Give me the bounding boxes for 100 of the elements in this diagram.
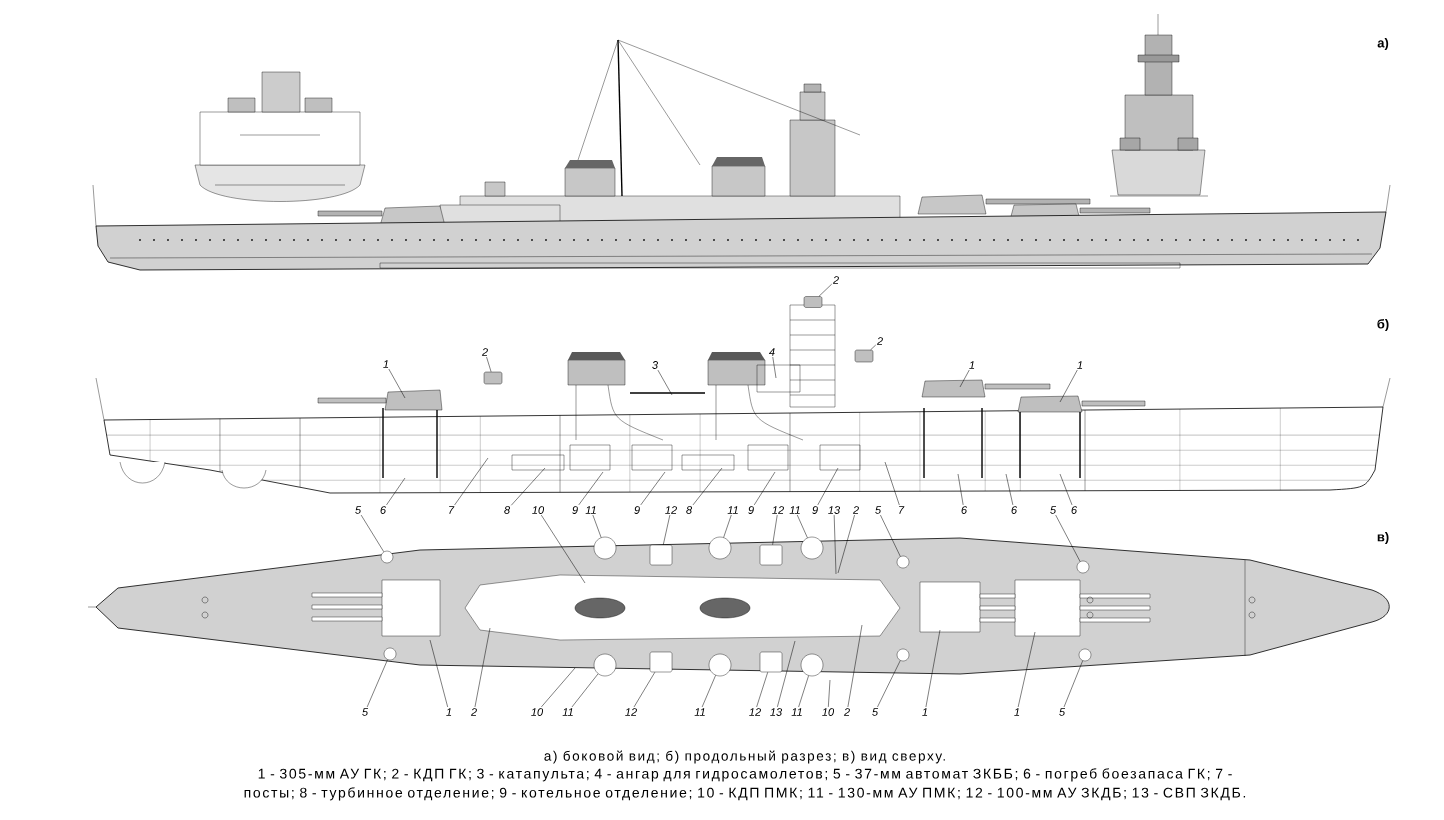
gun-mount-box: [649, 651, 673, 673]
leader-line: [454, 457, 489, 506]
leader-line: [798, 675, 809, 708]
callout-number: 12: [749, 708, 761, 716]
callout-number: 11: [727, 506, 738, 514]
callout-number: 5: [1050, 506, 1057, 514]
leader-line: [723, 514, 732, 538]
callout-number: 1: [446, 708, 452, 716]
callout-number: 5: [872, 708, 879, 716]
leader-line: [884, 461, 900, 506]
leader-line: [870, 344, 876, 351]
panel-label: б): [1377, 318, 1389, 332]
callout-number: 3: [652, 361, 658, 369]
leader-line: [959, 369, 970, 388]
leader-line: [474, 627, 491, 708]
leader-line: [957, 473, 964, 506]
gun-mount-box: [649, 544, 673, 566]
callout-number: 12: [665, 506, 677, 514]
leader-line: [1005, 473, 1014, 506]
leader-line: [657, 369, 673, 396]
leader-line: [756, 671, 768, 708]
callout-number: 7: [899, 506, 905, 514]
leader-line: [753, 471, 776, 506]
leader-line: [1017, 631, 1036, 708]
rangefinder-box: [854, 349, 874, 363]
callout-number: 2: [852, 506, 859, 514]
leader-line: [541, 667, 576, 708]
turret-circle: [593, 536, 617, 560]
leader-line: [777, 640, 796, 708]
leader-line: [486, 356, 492, 373]
leader-line: [388, 368, 406, 399]
leader-line: [640, 471, 666, 506]
gun-mount-box: [759, 544, 783, 566]
leader-line: [592, 514, 602, 538]
callout-number: 9: [572, 506, 578, 514]
leader-line: [772, 514, 778, 546]
leader-line: [818, 283, 832, 297]
callout-number: 5: [355, 506, 362, 514]
callout-number: 10: [532, 506, 545, 514]
callout-number: 5: [875, 506, 882, 514]
leader-line: [692, 467, 723, 506]
callout-number: 11: [694, 708, 705, 716]
leader-line: [772, 356, 777, 379]
callout-number: 10: [531, 708, 544, 716]
turret-circle: [593, 653, 617, 677]
leader-line: [386, 477, 406, 506]
gun-mount-box: [759, 651, 783, 673]
callout-number: 1: [922, 708, 928, 716]
leader-line: [511, 467, 546, 506]
turret-circle: [708, 536, 732, 560]
turret-circle: [708, 653, 732, 677]
callout-number: 12: [625, 708, 637, 716]
callout-number: 5: [362, 708, 369, 716]
callout-number: 5: [1059, 708, 1066, 716]
leader-line: [1059, 473, 1073, 506]
leader-line: [663, 514, 671, 546]
callout-number: 9: [634, 506, 640, 514]
callout-number: 7: [449, 506, 455, 514]
turret-circle: [800, 536, 824, 560]
leader-line: [571, 673, 599, 708]
callout-number: 2: [876, 337, 883, 345]
callout-number: 2: [481, 348, 488, 356]
leader-line: [366, 659, 388, 708]
panel-label: в): [1377, 531, 1389, 545]
leader-line: [1063, 660, 1083, 708]
leader-line: [877, 660, 901, 708]
callout-number: 4: [769, 348, 775, 356]
callout-number: 8: [504, 506, 510, 514]
rangefinder-box: [803, 296, 823, 308]
callout-number: 8: [686, 506, 692, 514]
callout-number: 6: [1011, 506, 1018, 514]
callout-number: 1: [969, 361, 975, 369]
leader-line: [541, 514, 586, 584]
callout-number: 11: [562, 708, 573, 716]
leader-line: [360, 514, 384, 552]
leader-line: [880, 514, 901, 557]
leader-line: [797, 514, 808, 539]
callout-number: 1: [1014, 708, 1020, 716]
callout-number: 13: [770, 708, 783, 716]
callout-number: 11: [585, 506, 596, 514]
panel-label: а): [1377, 37, 1389, 51]
caption: а) боковой вид; б) продольный разрез; в) вид сверху.: [544, 750, 945, 764]
callout-number: 2: [470, 708, 477, 716]
leader-line: [925, 629, 941, 708]
callout-number: 12: [772, 506, 784, 514]
callout-number: 11: [791, 708, 802, 716]
turret-circle: [800, 653, 824, 677]
callout-number: 2: [843, 708, 850, 716]
leader-line: [847, 624, 863, 708]
callout-number: 6: [1071, 506, 1078, 514]
leader-line: [837, 514, 855, 574]
callout-number: 6: [961, 506, 968, 514]
callout-number: 2: [832, 276, 839, 284]
leader-line: [1055, 514, 1081, 562]
leader-line: [1059, 369, 1078, 403]
callout-number: 9: [812, 506, 818, 514]
callout-number: 1: [1077, 361, 1083, 369]
callout-number: 6: [380, 506, 387, 514]
leader-line: [578, 471, 604, 506]
legend-text: 1 - 305-мм АУ ГК; 2 - КДП ГК; 3 - катапульта; 4 - ангар для гидросамолетов; 5 - 37-мм автомат ЗКББ; 6 - погреб боезапаса ГК; 7 - посты; 8 - турбинное отделение; 9 - котельное отделение; 10 - КДП ПМК; 11 - 130-мм АУ ПМК; 12 - 100-мм АУ ЗКДБ; 13 - СВП ЗКДБ.: [244, 768, 1246, 801]
